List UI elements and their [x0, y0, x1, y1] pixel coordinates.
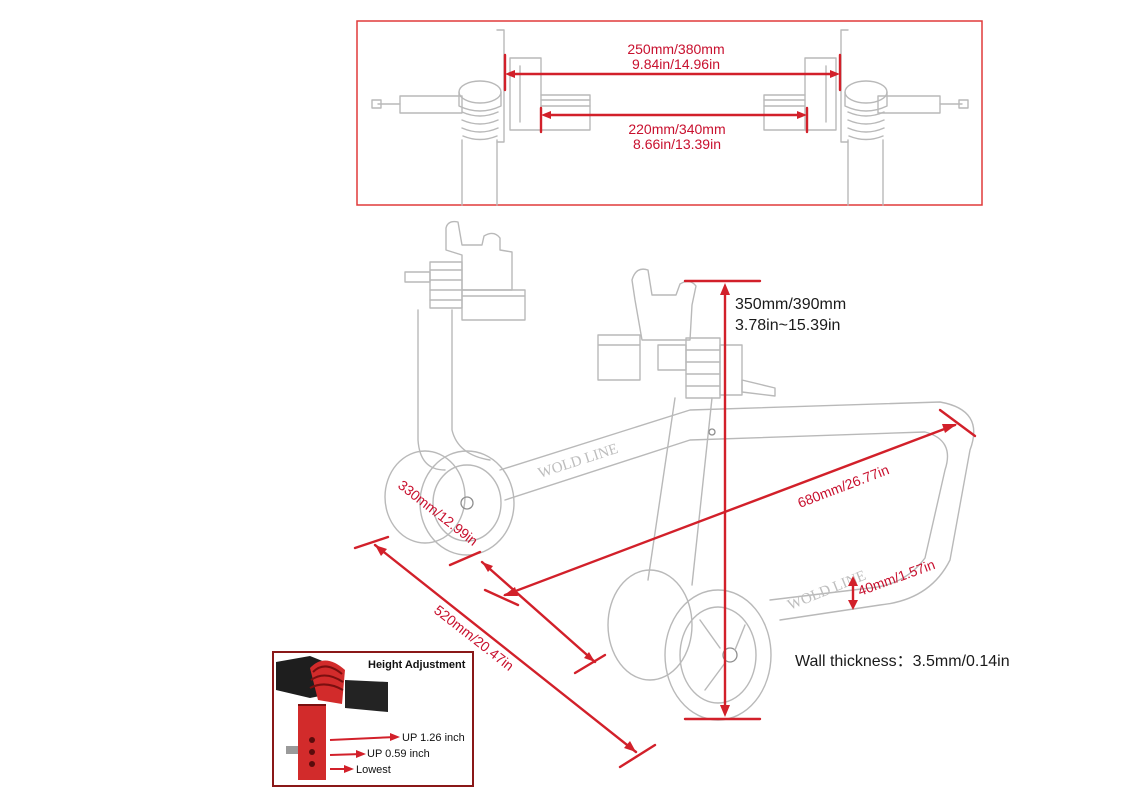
tube-height: 40mm/1.57in [856, 556, 938, 599]
wheel-base: 330mm/12.99in [395, 477, 481, 549]
u-frame: WOLD LINE WOLD LINE [499, 401, 975, 621]
height-range-mm: 350mm/390mm [735, 296, 846, 313]
inner-width-in: 8.66in/13.39in [633, 136, 721, 152]
level-up-0-59: UP 0.59 inch [367, 748, 430, 760]
bracket-arm [345, 680, 388, 712]
height-range-in: 3.78in~15.39in [735, 317, 840, 334]
brand-mark-front: WOLD LINE [786, 568, 869, 614]
front-upright [597, 268, 776, 586]
inner-width-mm: 220mm/340mm [628, 121, 725, 137]
level-lowest: Lowest [356, 764, 391, 776]
height-adjustment-inset: Height Adjustment UP 1.26 inch UP 0.59 i… [272, 651, 474, 787]
locking-pin [286, 746, 298, 754]
height-dimension: 350mm/390mm 3.78in~15.39in [683, 279, 846, 721]
back-wheels [384, 450, 515, 556]
outer-width-mm: 250mm/380mm [627, 41, 724, 57]
back-upright [404, 220, 526, 471]
outer-width-in: 9.84in/14.96in [632, 56, 720, 72]
top-view-inner-dimension: 220mm/340mm 8.66in/13.39in [539, 106, 809, 152]
frame-length: 680mm/26.77in [795, 461, 891, 511]
level-up-1-26: UP 1.26 inch [402, 732, 465, 744]
front-wheels [607, 569, 772, 721]
adjuster-knob [310, 660, 345, 704]
inset-title: Height Adjustment [368, 659, 466, 671]
top-view-left-column [371, 29, 591, 206]
wall-thickness: Wall thickness：3.5mm/0.14in [795, 653, 1010, 670]
top-view-panel: 250mm/380mm 9.84in/14.96in 220mm/340mm 8… [356, 20, 983, 206]
top-view-outer-dimension: 250mm/380mm 9.84in/14.96in [503, 41, 842, 92]
tube-height-dimension: 40mm/1.57in [848, 556, 937, 610]
